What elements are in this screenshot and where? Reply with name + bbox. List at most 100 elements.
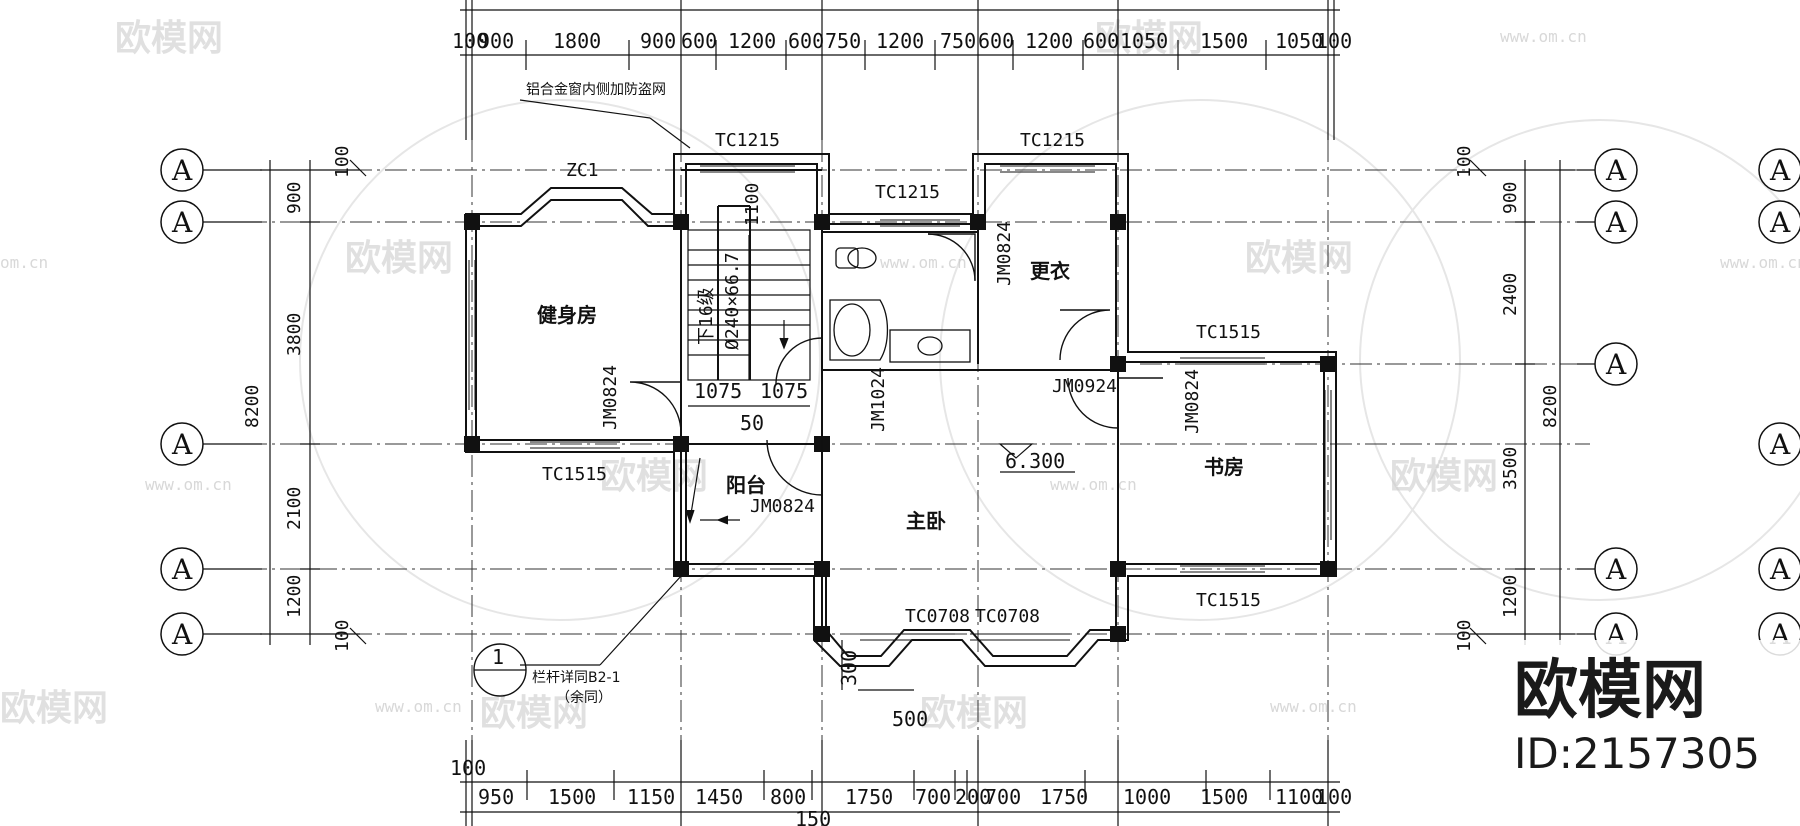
watermark-layer: 欧模网 欧模网 欧模网 欧模网 欧模网 欧模网 欧模网 欧模网 欧模网 www.… — [0, 18, 1800, 734]
brand-id: ID:2157305 — [1514, 729, 1760, 778]
code-jm0924-a: JM0924 — [1052, 376, 1117, 397]
top-dim-16: 100 — [1316, 29, 1352, 53]
bottom-dim-8: 700 — [985, 785, 1021, 809]
top-dim-1: 900 — [478, 29, 514, 53]
brand-logo: 欧模网 ID:2157305 — [1490, 640, 1800, 826]
bottom-dim-13: 100 — [1316, 785, 1352, 809]
left-dim-2100: 2100 — [284, 487, 305, 530]
code-tc1515-b: TC1515 — [542, 464, 607, 485]
stair — [687, 229, 811, 407]
stair-dim-1075-a: 1075 — [694, 379, 742, 403]
axis-label-r1: A — [1605, 154, 1627, 187]
left-dimension-chain — [260, 159, 367, 645]
bottom-dim-0: 950 — [478, 785, 514, 809]
room-gym: 健身房 — [537, 303, 597, 327]
room-labels: 健身房 更衣 阳台 主卧 书房 — [537, 259, 1244, 533]
watermark-url-5: www.om.cn — [1050, 475, 1137, 494]
elevation-mark: 6.300 — [998, 443, 1075, 473]
doors — [629, 233, 1163, 496]
bottom-dim-150: 150 — [795, 807, 831, 826]
axis-label-fr1: A — [1769, 154, 1791, 187]
code-tc1215-c: TC1215 — [1020, 130, 1085, 151]
bottom-dim-4: 800 — [770, 785, 806, 809]
bottom-dim-2: 1150 — [627, 785, 675, 809]
top-dim-2: 1800 — [553, 29, 601, 53]
code-tc1215-b: TC1215 — [875, 182, 940, 203]
note-detail-sub: （余同） — [556, 689, 612, 706]
watermark-brand-8: 欧模网 — [480, 693, 588, 734]
left-dim-8200: 8200 — [242, 385, 263, 428]
axis-bubble-labels: A A A A A A A A A A A A A A A — [171, 154, 1791, 651]
bottom-dim-10: 1000 — [1123, 785, 1171, 809]
right-dim-100-top: 100 — [1454, 145, 1475, 178]
watermark-brand-6: 欧模网 — [1390, 456, 1498, 497]
top-dim-4: 600 — [681, 29, 717, 53]
top-dim-3: 900 — [640, 29, 676, 53]
balcony-dim-300: 300 — [837, 650, 861, 686]
top-dim-10: 600 — [978, 29, 1014, 53]
axis-label-r4: A — [1605, 553, 1627, 586]
structural-columns — [464, 214, 1336, 642]
axis-label-fr2: A — [1769, 206, 1791, 239]
drawing-notes: 铝合金窗内侧加防盗网 1 栏杆详同B2-1 （余同） 300 500 — [473, 81, 928, 731]
left-dimension-labels: 8200 900 3800 2100 1200 100 100 — [242, 145, 353, 652]
elevation-value: 6.300 — [1005, 449, 1065, 473]
top-dim-13: 1050 — [1120, 29, 1168, 53]
windows — [468, 165, 1332, 641]
left-dim-100-top: 100 — [332, 145, 353, 178]
top-dim-6: 600 — [788, 29, 824, 53]
code-jm0824-a: JM0824 — [600, 365, 621, 430]
top-dim-7: 750 — [825, 29, 861, 53]
top-dim-12: 600 — [1083, 29, 1119, 53]
bottom-dim-5: 1750 — [845, 785, 893, 809]
right-dim-100-bottom: 100 — [1454, 619, 1475, 652]
top-dimension-chain — [460, 0, 1340, 140]
left-dim-1200: 1200 — [284, 575, 305, 618]
watermark-url-4: www.om.cn — [145, 475, 232, 494]
axis-label-l4: A — [171, 553, 193, 586]
bottom-dim-6: 700 — [915, 785, 951, 809]
top-dim-9: 750 — [940, 29, 976, 53]
bottom-dim-12: 1100 — [1275, 785, 1323, 809]
bottom-dim-1: 1500 — [548, 785, 596, 809]
stair-annotations: 下16级 Ø240×66.7 1100 1075 1075 50 — [694, 183, 808, 435]
axis-label-l3: A — [171, 428, 193, 461]
brand-title: 欧模网 — [1514, 654, 1706, 728]
axis-label-fr3: A — [1769, 428, 1791, 461]
code-jm0824-b: JM0824 — [994, 221, 1015, 286]
bottom-dim-3: 1450 — [695, 785, 743, 809]
code-jm0824-c: JM0824 — [1182, 369, 1203, 434]
detail-number: 1 — [492, 645, 504, 669]
note-window-security: 铝合金窗内侧加防盗网 — [526, 81, 666, 98]
bottom-dim-11: 1500 — [1200, 785, 1248, 809]
axis-bubbles-right — [1594, 148, 1638, 656]
right-dimension-labels: 8200 900 2400 3500 1200 100 100 — [1454, 145, 1561, 652]
axis-label-fr4: A — [1769, 553, 1791, 586]
stair-dim-50: 50 — [740, 411, 764, 435]
top-dim-8: 1200 — [876, 29, 924, 53]
watermark-brand-9: 欧模网 — [0, 688, 108, 729]
watermark-brand-4: 欧模网 — [1095, 18, 1203, 59]
stair-down-label: 下16级 — [696, 287, 717, 345]
top-dim-15: 1050 — [1275, 29, 1323, 53]
note-detail-ref: 栏杆详同B2-1 — [532, 670, 620, 686]
left-dim-100-bottom: 100 — [332, 619, 353, 652]
watermark-brand-2: 欧模网 — [345, 238, 453, 279]
axis-label-r3: A — [1605, 348, 1627, 381]
watermark-brand-5: 欧模网 — [600, 456, 708, 497]
room-study: 书房 — [1204, 455, 1244, 479]
stair-dim-1075-b: 1075 — [760, 379, 808, 403]
top-dim-11: 1200 — [1025, 29, 1073, 53]
room-master: 主卧 — [906, 509, 946, 533]
top-dim-0: 100 — [452, 29, 488, 53]
balcony-details — [519, 99, 914, 691]
watermark-url-6: www.om.cn — [375, 697, 462, 716]
top-dimension-labels: 100 900 1800 900 600 1200 600 750 1200 7… — [452, 29, 1352, 53]
watermark-url-7: www.om.cn — [1270, 697, 1357, 716]
watermark-url-8: www.om.cn — [1720, 253, 1800, 272]
code-zc1: ZC1 — [566, 160, 599, 181]
code-jm1024: JM1024 — [868, 367, 889, 432]
watermark-url-2: om.cn — [0, 253, 48, 272]
top-dim-5: 1200 — [728, 29, 776, 53]
